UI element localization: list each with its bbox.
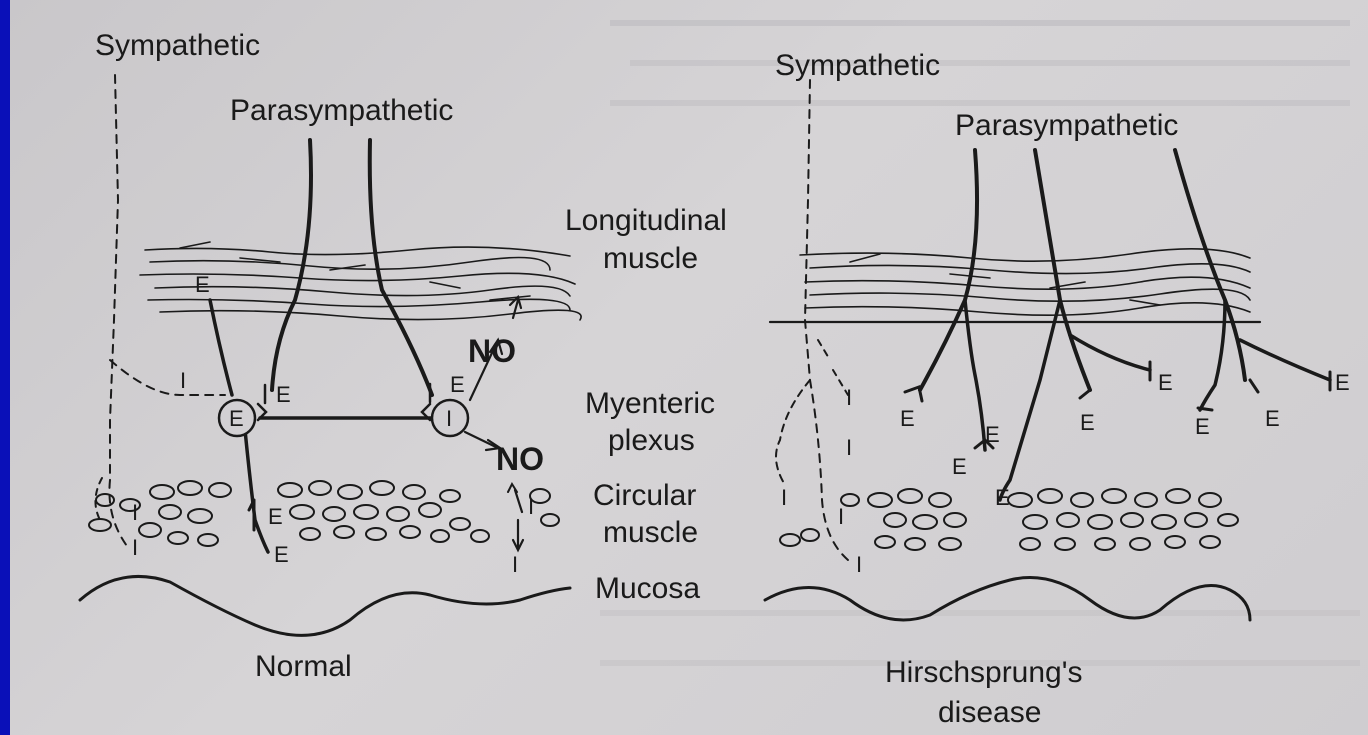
normal-parasympathetic-label: Parasympathetic — [230, 94, 453, 127]
normal-labels: Sympathetic Parasympathetic NO NO E I E … — [95, 29, 544, 683]
hirschsprung-ending-e-label-9: E — [995, 485, 1010, 510]
myenteric-label-line2: plexus — [608, 424, 695, 457]
hirschsprung-ending-e-label-3: E — [952, 454, 967, 479]
mucosa-label: Mucosa — [595, 572, 700, 605]
hirschsprung-sympathetic-label: Sympathetic — [775, 49, 940, 82]
normal-ending-e-label-3: E — [450, 372, 465, 397]
normal-ending-i-label-2: I — [132, 500, 138, 525]
longitudinal-label-line2: muscle — [603, 242, 698, 275]
normal-e-down-fiber — [245, 430, 268, 552]
myenteric-label: Myenteric — [585, 387, 715, 420]
normal-caption: Normal — [255, 650, 352, 683]
layer-labels: Longitudinal muscle Myenteric plexus Cir… — [565, 204, 727, 605]
hirschsprung-ending-e-label-2: E — [985, 422, 1000, 447]
normal-sympathetic-fiber — [109, 75, 130, 550]
normal-sympathetic-label: Sympathetic — [95, 29, 260, 62]
hirschsprung-diagram: Sympathetic Parasympathetic NO NO E I E … — [10, 0, 1368, 735]
hirschsprung-parasympathetic-label: Parasympathetic — [955, 109, 1178, 142]
hirschsprung-ending-e-label-6: E — [1195, 414, 1210, 439]
circular-label-line2: muscle — [603, 516, 698, 549]
hirschsprung-panel — [765, 80, 1330, 620]
normal-no-label-lower: NO — [496, 441, 544, 477]
longitudinal-label: Longitudinal — [565, 204, 727, 237]
normal-ending-e-label-1: E — [195, 272, 210, 297]
hirschsprung-parasympathetic-fiber-2 — [1035, 150, 1090, 390]
hirschsprung-caption-line1: Hirschsprung's — [885, 656, 1082, 689]
normal-ending-e-label-5: E — [274, 542, 289, 567]
hirschsprung-ending-i-label-2: I — [846, 435, 852, 460]
normal-no-label-upper: NO — [468, 333, 516, 369]
hirschsprung-ending-e-label-8: E — [1335, 370, 1350, 395]
hirschsprung-ending-i-label-5: I — [856, 552, 862, 577]
normal-neuron-i-label: I — [446, 406, 452, 431]
hirschsprung-longitudinal-muscle — [770, 249, 1260, 322]
circular-label: Circular — [593, 479, 696, 512]
normal-sympathetic-branch — [110, 360, 225, 395]
hirschsprung-parasympathetic-fiber-1 — [920, 150, 977, 390]
normal-mucosa-wave — [80, 576, 570, 635]
hirschsprung-ending-i-label-3: I — [781, 485, 787, 510]
normal-ending-i-label-3: I — [132, 535, 138, 560]
normal-no-arrow-down — [465, 432, 498, 448]
hirschsprung-labels: Sympathetic Parasympathetic E E E E E E … — [775, 49, 1350, 729]
normal-ending-e-label-2: E — [276, 382, 291, 407]
hirschsprung-caption-line2: disease — [938, 696, 1041, 729]
normal-excitatory-fiber — [210, 300, 232, 395]
normal-ending-i-label-4: I — [528, 494, 534, 519]
textbook-photo: Sympathetic Parasympathetic NO NO E I E … — [10, 0, 1368, 735]
normal-ending-i-label-1: I — [180, 368, 186, 393]
hirschsprung-ending-i-label-1: I — [846, 385, 852, 410]
hirschsprung-ending-e-label-4: E — [1080, 410, 1095, 435]
hirschsprung-ending-e-label-7: E — [1265, 406, 1280, 431]
normal-ending-i-label-5: I — [512, 552, 518, 577]
normal-ending-e-label-4: E — [268, 504, 283, 529]
hirschsprung-ending-i-label-4: I — [838, 504, 844, 529]
hirschsprung-ending-e-label-1: E — [900, 406, 915, 431]
hirschsprung-ending-e-label-5: E — [1158, 370, 1173, 395]
normal-neuron-e-label: E — [229, 406, 244, 431]
hirschsprung-sympathetic-fiber — [805, 80, 848, 560]
normal-circular-muscle — [89, 481, 559, 546]
